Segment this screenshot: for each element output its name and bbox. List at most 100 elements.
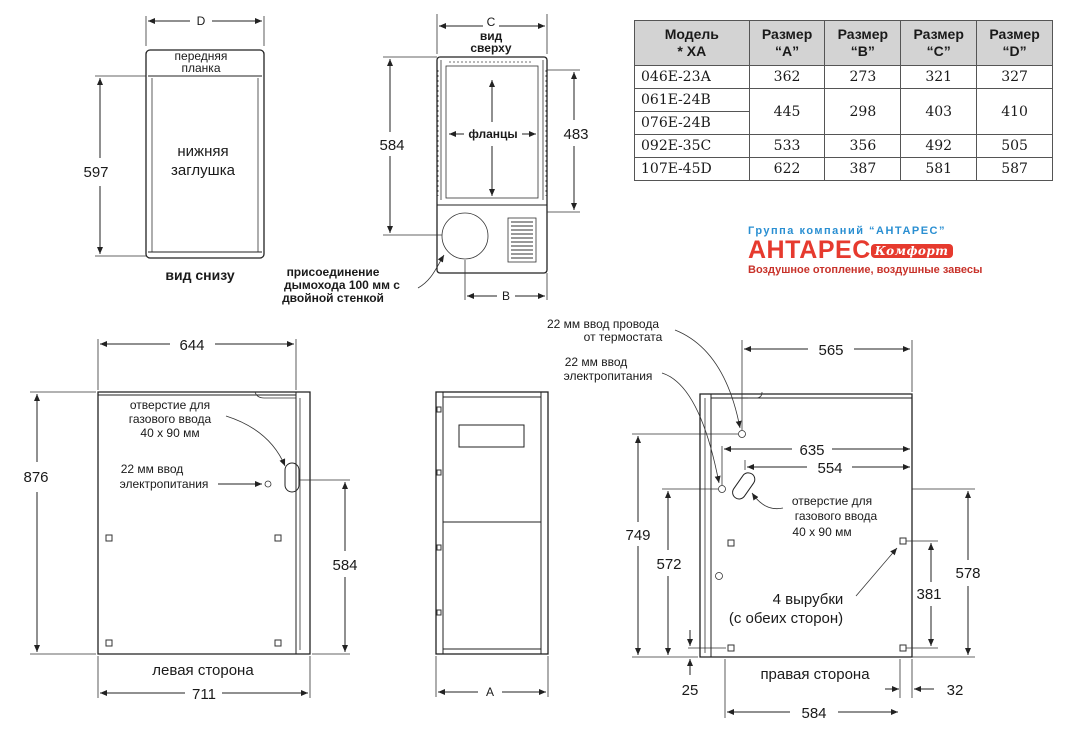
dim-32-label: 32	[947, 682, 964, 699]
flue-label-2: дымохода 100 мм с	[284, 278, 400, 292]
cutouts-label-2: (с обеих сторон)	[729, 610, 843, 627]
header-a-l1: Размер	[761, 26, 813, 42]
header-b: Размер“B”	[824, 20, 902, 66]
front-view: A	[435, 391, 549, 699]
model-cell: 046Е-23А	[634, 65, 750, 89]
bottom-view: D передняя планка нижняя заглушка 597 ви…	[83, 14, 265, 283]
dim-b-label: B	[502, 289, 510, 303]
front-strip-label-2: планка	[182, 61, 221, 75]
dim-483-label: 483	[563, 126, 588, 143]
header-c-l2: “C”	[926, 43, 951, 59]
dim-c-label: C	[487, 15, 496, 29]
brand-group: Группа компаний “АНТАРЕС”	[748, 225, 947, 237]
front-strip-label: передняя	[175, 49, 228, 63]
dim-a-label: A	[486, 685, 494, 699]
left-side-view: 644 876 отверстие для газового ввода 40 …	[23, 337, 357, 703]
header-a: Размер“A”	[748, 20, 826, 66]
size-d-cell: 505	[976, 134, 1053, 158]
top-view-caption: вид	[480, 29, 503, 43]
dim-381-label: 381	[916, 586, 941, 603]
top-view-caption-2: сверху	[470, 41, 512, 55]
dim-584-top-label: 584	[379, 137, 404, 154]
right-gas-label-2: газового ввода	[795, 509, 878, 523]
left-side-caption: левая сторона	[152, 662, 254, 679]
right-side-caption: правая сторона	[760, 666, 870, 683]
header-d-l1: Размер	[989, 26, 1040, 42]
header-model: Модель* ХА	[634, 20, 750, 66]
brand-tagline: Воздушное отопление, воздушные завесы	[748, 264, 983, 277]
left-gas-label: отверстие для	[130, 398, 210, 412]
size-b-cell: 387	[824, 157, 902, 181]
table-row: 046Е-23А 362 273 321 327	[634, 65, 1053, 89]
bottom-plug-label-2: заглушка	[171, 162, 236, 179]
right-gas-label: отверстие для	[792, 494, 872, 508]
table-row: 061Е-24В 445 298 403 410	[634, 88, 1053, 135]
cutouts-label: 4 вырубки	[773, 591, 844, 608]
size-c-cell: 403	[900, 88, 978, 135]
bottom-plug-label: нижняя	[177, 143, 228, 160]
size-b-cell: 298	[824, 88, 902, 135]
size-d-cell: 587	[976, 157, 1053, 181]
left-power-label: 22 мм ввод	[121, 462, 184, 476]
header-model-l1: Модель	[664, 26, 719, 42]
dim-635-label: 635	[799, 442, 824, 459]
model-cell: 076Е-24В	[634, 111, 750, 135]
dim-25-label: 25	[682, 682, 699, 699]
brand-script: Комфорт	[870, 244, 953, 259]
dim-749-label: 749	[625, 527, 650, 544]
thermo-label-2: от термостата	[584, 330, 663, 344]
size-a-cell: 445	[748, 88, 826, 135]
left-gas-label-2: газового ввода	[129, 412, 212, 426]
dim-597-label: 597	[83, 164, 108, 181]
size-c-cell: 492	[900, 134, 978, 158]
header-c: Размер“C”	[900, 20, 978, 66]
header-b-l2: “B”	[850, 43, 875, 59]
header-d-l2: “D”	[1002, 43, 1027, 59]
flue-label-3: двойной стенкой	[282, 291, 384, 305]
right-power-label-2: электропитания	[564, 369, 653, 383]
dim-876-label: 876	[23, 469, 48, 486]
table-header-row: Модель* ХА Размер“A” Размер“B” Размер“C”…	[634, 20, 1053, 66]
size-c-cell: 321	[900, 65, 978, 89]
model-cell: 107Е-45D	[634, 157, 750, 181]
size-c-cell: 581	[900, 157, 978, 181]
right-side-view: 22 мм ввод провода от термостата 22 мм в…	[547, 317, 981, 722]
size-a-cell: 362	[748, 65, 826, 89]
dim-554-label: 554	[817, 460, 842, 477]
left-gas-label-3: 40 х 90 мм	[140, 426, 199, 440]
size-a-cell: 622	[748, 157, 826, 181]
thermo-label: 22 мм ввод провода	[547, 317, 659, 331]
top-view: C вид сверху фланцы 584 483 B присоедине…	[282, 14, 589, 305]
dim-584-left-label: 584	[332, 557, 357, 574]
dim-572-label: 572	[656, 556, 681, 573]
brand-name: АНТАРЕС	[748, 236, 871, 264]
bottom-view-caption: вид снизу	[165, 267, 234, 283]
flue-label: присоединение	[287, 265, 380, 279]
model-cell: 092Е-35С	[634, 134, 750, 158]
right-power-label: 22 мм ввод	[565, 355, 628, 369]
header-b-l1: Размер	[837, 26, 889, 42]
dim-644-label: 644	[179, 337, 204, 354]
header-model-l2: * ХА	[677, 43, 707, 59]
table-row: 107Е-45D 622 387 581 587	[634, 157, 1053, 181]
dim-584-right-label: 584	[801, 705, 826, 722]
model-cell: 061Е-24В	[634, 88, 750, 112]
size-b-cell: 356	[824, 134, 902, 158]
table-row: 092Е-35С 533 356 492 505	[634, 134, 1053, 158]
size-d-cell: 410	[976, 88, 1053, 135]
header-c-l1: Размер	[913, 26, 964, 42]
size-b-cell: 273	[824, 65, 902, 89]
dim-711-label: 711	[192, 686, 216, 703]
right-gas-label-3: 40 х 90 мм	[792, 525, 851, 539]
header-d: Размер“D”	[976, 20, 1053, 66]
flanges-label: фланцы	[468, 127, 517, 141]
size-a-cell: 533	[748, 134, 826, 158]
header-a-l2: “A”	[774, 43, 800, 59]
dim-565-label: 565	[818, 342, 843, 359]
dim-578-label: 578	[955, 565, 980, 582]
size-d-cell: 327	[976, 65, 1053, 89]
dim-d-label: D	[197, 14, 206, 28]
left-power-label-2: электропитания	[120, 477, 209, 491]
